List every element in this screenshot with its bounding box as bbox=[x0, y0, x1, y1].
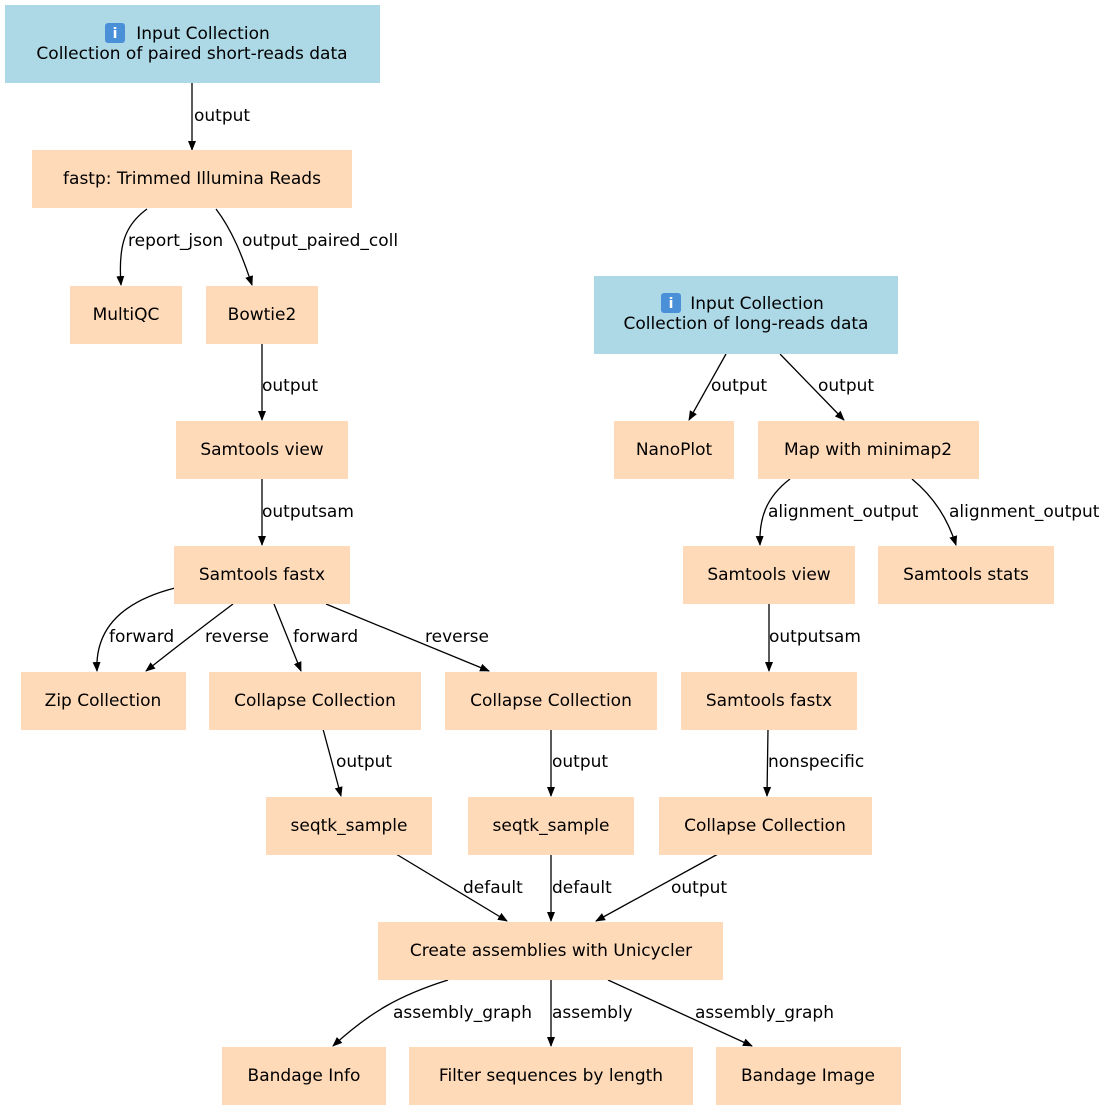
node-label: Map with minimap2 bbox=[784, 440, 952, 460]
edge-label: output bbox=[711, 376, 767, 396]
edge-label: default bbox=[463, 878, 523, 898]
node-unicycler[interactable]: Create assemblies with Unicycler bbox=[378, 922, 723, 980]
edge-label: forward bbox=[293, 627, 358, 647]
edge-unicycler-to-bandage-image: assembly_graph bbox=[607, 979, 834, 1047]
edge-samtools-view-2-to-fastx-2: outputsam bbox=[765, 604, 861, 672]
node-samtools-fastx-1[interactable]: Samtools fastx bbox=[174, 546, 350, 604]
node-bowtie2[interactable]: Bowtie2 bbox=[206, 286, 318, 344]
edge-label: alignment_output bbox=[768, 502, 919, 522]
edges: output report_json output_paired_coll ou… bbox=[92, 83, 1100, 1047]
node-multiqc[interactable]: MultiQC bbox=[70, 286, 182, 344]
edge-label: assembly_graph bbox=[393, 1003, 532, 1023]
edge-label: outputsam bbox=[769, 627, 861, 647]
node-label: Collapse Collection bbox=[234, 691, 396, 711]
node-filter-sequences[interactable]: Filter sequences by length bbox=[409, 1047, 693, 1105]
edge-fastx-2-to-collapse-3: nonspecific bbox=[763, 728, 864, 797]
edge-collapse-2-to-seqtk-2: output bbox=[547, 729, 608, 797]
edge-seqtk-2-to-unicycler: default bbox=[547, 854, 612, 922]
node-samtools-view-1[interactable]: Samtools view bbox=[176, 421, 348, 479]
node-fastp[interactable]: fastp: Trimmed Illumina Reads bbox=[32, 150, 352, 208]
edge-fastx-to-collapse-1: forward bbox=[273, 603, 358, 672]
edge-input-long-to-nanoplot: output bbox=[688, 353, 767, 421]
svg-text:i: i bbox=[669, 296, 674, 312]
edge-label: output_paired_coll bbox=[242, 231, 398, 251]
node-subtitle: Collection of paired short-reads data bbox=[36, 44, 347, 64]
edge-label: output bbox=[194, 106, 250, 126]
node-samtools-view-2[interactable]: Samtools view bbox=[683, 546, 855, 604]
node-label: Samtools fastx bbox=[706, 691, 832, 711]
node-title: Input Collection bbox=[136, 24, 270, 44]
node-minimap2[interactable]: Map with minimap2 bbox=[758, 421, 979, 479]
node-collapse-collection-2[interactable]: Collapse Collection bbox=[445, 672, 657, 730]
node-label: Collapse Collection bbox=[470, 691, 632, 711]
node-label: Samtools fastx bbox=[199, 565, 325, 585]
edge-label: alignment_output bbox=[949, 502, 1100, 522]
node-label: Bandage Info bbox=[248, 1066, 361, 1086]
node-subtitle: Collection of long-reads data bbox=[624, 314, 869, 334]
edge-input-short-to-fastp: output bbox=[188, 83, 250, 151]
node-bandage-image[interactable]: Bandage Image bbox=[716, 1047, 901, 1105]
node-label: seqtk_sample bbox=[493, 816, 610, 836]
edge-label: output bbox=[262, 376, 318, 396]
node-label: Bandage Image bbox=[741, 1066, 875, 1086]
edge-minimap2-to-samtools-view-2: alignment_output bbox=[755, 478, 919, 546]
edge-label: default bbox=[552, 878, 612, 898]
node-collapse-collection-3[interactable]: Collapse Collection bbox=[659, 797, 872, 855]
node-nanoplot[interactable]: NanoPlot bbox=[614, 421, 734, 479]
edge-bowtie2-to-samtools-view: output bbox=[258, 344, 318, 421]
edge-collapse-1-to-seqtk-1: output bbox=[322, 728, 392, 797]
node-label: Samtools view bbox=[200, 440, 323, 460]
node-zip-collection[interactable]: Zip Collection bbox=[21, 672, 186, 730]
node-title: Input Collection bbox=[690, 294, 824, 314]
edge-fastx-to-zip-forward: forward bbox=[92, 587, 176, 672]
edge-fastx-to-zip-reverse: reverse bbox=[145, 603, 269, 672]
edge-label: reverse bbox=[205, 627, 269, 647]
node-label: Bowtie2 bbox=[228, 305, 297, 325]
edge-fastx-to-collapse-2: reverse bbox=[325, 603, 490, 672]
edge-label: assembly bbox=[552, 1003, 633, 1023]
edge-fastp-to-bowtie2: output_paired_coll bbox=[215, 208, 398, 286]
node-input-short-reads[interactable]: i Input Collection Collection of paired … bbox=[5, 5, 380, 83]
node-bandage-info[interactable]: Bandage Info bbox=[222, 1047, 386, 1105]
edge-fastp-to-multiqc: report_json bbox=[116, 208, 223, 286]
edge-label: output bbox=[552, 752, 608, 772]
edge-label: assembly_graph bbox=[695, 1003, 834, 1023]
svg-text:i: i bbox=[113, 26, 118, 42]
edge-label: output bbox=[818, 376, 874, 396]
edge-unicycler-to-bandage-info: assembly_graph bbox=[332, 979, 532, 1047]
node-label: MultiQC bbox=[93, 305, 160, 325]
edge-label: outputsam bbox=[262, 502, 354, 522]
edge-label: nonspecific bbox=[768, 752, 864, 772]
node-collapse-collection-1[interactable]: Collapse Collection bbox=[209, 672, 421, 730]
node-label: NanoPlot bbox=[636, 440, 713, 460]
node-label: Samtools view bbox=[707, 565, 830, 585]
node-label: fastp: Trimmed Illumina Reads bbox=[63, 169, 321, 189]
edge-label: forward bbox=[109, 627, 174, 647]
edge-minimap2-to-samtools-stats: alignment_output bbox=[911, 478, 1100, 546]
node-samtools-stats[interactable]: Samtools stats bbox=[878, 546, 1054, 604]
node-seqtk-sample-2[interactable]: seqtk_sample bbox=[468, 797, 634, 855]
node-label: seqtk_sample bbox=[291, 816, 408, 836]
edge-collapse-3-to-unicycler: output bbox=[595, 853, 727, 922]
edge-input-long-to-minimap2: output bbox=[779, 353, 874, 421]
info-icon: i bbox=[105, 23, 125, 43]
edge-label: report_json bbox=[128, 231, 223, 251]
edge-unicycler-to-filter-seq: assembly bbox=[547, 980, 633, 1047]
node-label: Create assemblies with Unicycler bbox=[410, 941, 692, 961]
edge-label: output bbox=[671, 878, 727, 898]
edge-label: reverse bbox=[425, 627, 489, 647]
edge-seqtk-1-to-unicycler: default bbox=[395, 853, 523, 922]
node-label: Filter sequences by length bbox=[439, 1066, 663, 1086]
nodes: i Input Collection Collection of paired … bbox=[5, 5, 1054, 1105]
info-icon: i bbox=[661, 293, 681, 313]
edge-label: output bbox=[336, 752, 392, 772]
node-label: Collapse Collection bbox=[684, 816, 846, 836]
node-label: Samtools stats bbox=[903, 565, 1029, 585]
node-input-long-reads[interactable]: i Input Collection Collection of long-re… bbox=[594, 276, 898, 354]
node-label: Zip Collection bbox=[45, 691, 162, 711]
node-seqtk-sample-1[interactable]: seqtk_sample bbox=[266, 797, 432, 855]
edge-samtools-view-to-samtools-fastx: outputsam bbox=[258, 479, 354, 546]
node-samtools-fastx-2[interactable]: Samtools fastx bbox=[681, 672, 857, 730]
